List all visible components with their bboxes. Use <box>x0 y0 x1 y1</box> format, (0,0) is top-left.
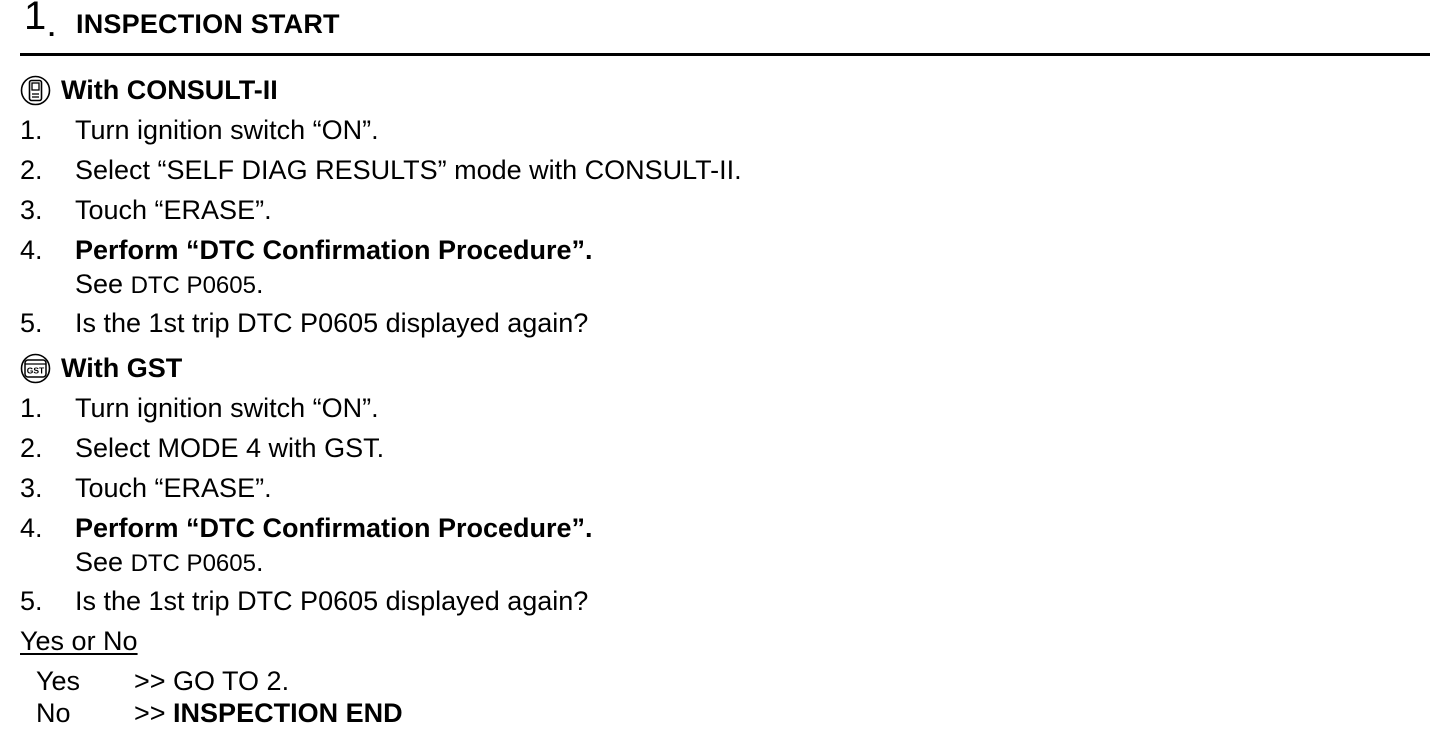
no-result: >> INSPECTION END <box>134 697 403 729</box>
step-text: Perform “DTC Confirmation Procedure”. <box>75 513 593 543</box>
step-num: 2. <box>20 155 43 185</box>
yes-label: Yes <box>36 666 81 696</box>
gst-heading-label: With GST <box>61 352 183 383</box>
step-text: Is the 1st trip DTC P0605 displayed agai… <box>75 586 589 616</box>
dtc-reference-link[interactable]: DTC P0605 <box>130 550 256 577</box>
step-text: Perform “DTC Confirmation Procedure”. <box>75 235 593 265</box>
step-num: 1. <box>20 393 43 423</box>
see-reference: See DTC P0605. <box>75 268 263 302</box>
step-num: 4. <box>20 235 43 265</box>
dtc-reference-link[interactable]: DTC P0605 <box>130 272 256 299</box>
see-label: See <box>75 269 124 299</box>
step-num: 4. <box>20 513 43 543</box>
step-title: INSPECTION START <box>76 9 340 39</box>
see-reference: See DTC P0605. <box>75 546 263 580</box>
consult-heading-label: With CONSULT-II <box>61 74 278 105</box>
no-label: No <box>36 698 71 728</box>
step-num: 3. <box>20 473 43 503</box>
consult-tool-icon <box>20 75 51 106</box>
consult-heading: With CONSULT-II <box>20 74 278 106</box>
step-num: 5. <box>20 586 43 616</box>
no-result-prefix: >> <box>134 698 174 728</box>
see-period: . <box>255 547 264 577</box>
see-label: See <box>75 547 124 577</box>
step-number-dot: . <box>48 12 56 42</box>
step-header: 1 . INSPECTION START <box>20 0 1430 56</box>
step-num: 5. <box>20 308 43 338</box>
step-num: 1. <box>20 115 43 145</box>
see-period: . <box>255 269 264 299</box>
step-text: Is the 1st trip DTC P0605 displayed agai… <box>75 308 589 338</box>
gst-icon-text: GST <box>27 365 45 375</box>
no-result-text: INSPECTION END <box>173 698 403 728</box>
step-num: 2. <box>20 433 43 463</box>
gst-heading: GST With GST <box>20 352 182 384</box>
step-number: 1 <box>24 0 47 38</box>
yes-or-no-title: Yes or No <box>20 626 138 656</box>
step-text: Touch “ERASE”. <box>75 473 272 503</box>
step-text: Touch “ERASE”. <box>75 195 272 225</box>
step-text: Turn ignition switch “ON”. <box>75 115 379 145</box>
step-text: Select “SELF DIAG RESULTS” mode with CON… <box>75 155 742 185</box>
step-num: 3. <box>20 195 43 225</box>
gst-tool-icon: GST <box>20 353 51 384</box>
step-text: Turn ignition switch “ON”. <box>75 393 379 423</box>
yes-result-link[interactable]: >> GO TO 2. <box>134 666 290 696</box>
step-text: Select MODE 4 with GST. <box>75 433 385 463</box>
